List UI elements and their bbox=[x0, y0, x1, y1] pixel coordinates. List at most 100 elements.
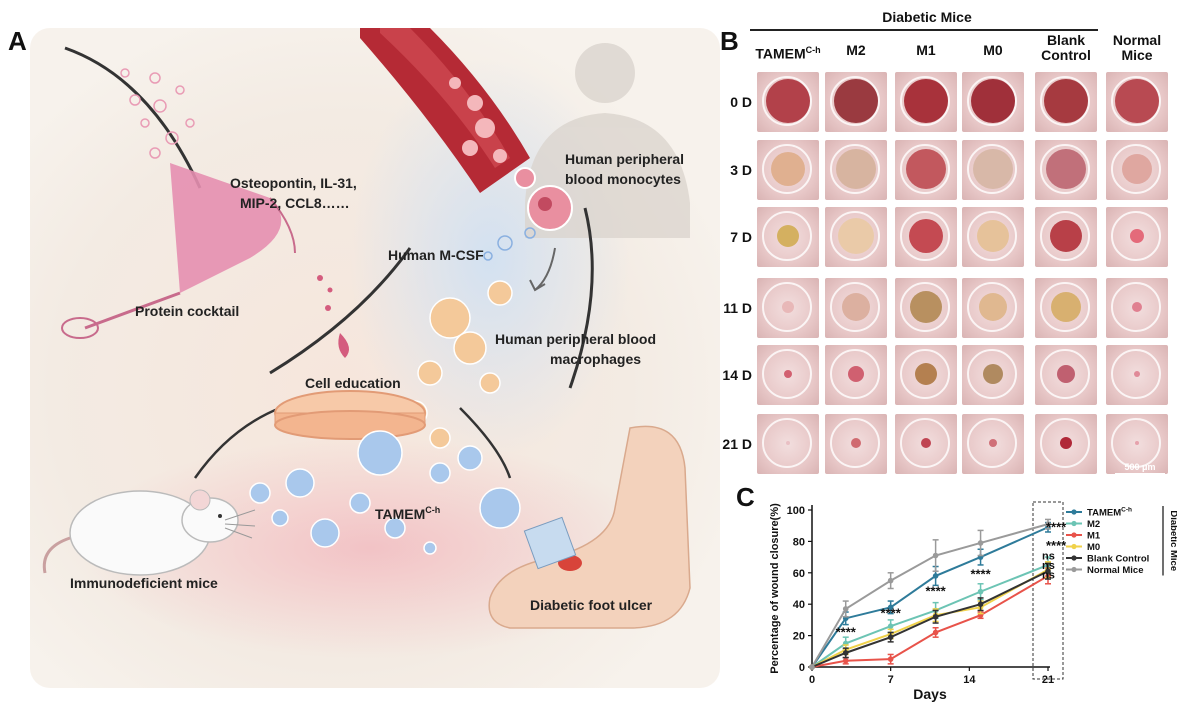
wound-image bbox=[757, 207, 819, 267]
column-header-label: M1 bbox=[916, 42, 936, 58]
significance-label: **** bbox=[881, 606, 902, 621]
row-label: 0 D bbox=[730, 94, 752, 110]
mouse-icon bbox=[42, 489, 256, 576]
column-header-superscript: C-h bbox=[805, 45, 821, 55]
row-label: 14 D bbox=[722, 367, 752, 383]
data-point bbox=[932, 613, 939, 620]
wound-image bbox=[1035, 414, 1097, 474]
legend-entry: M1 bbox=[1087, 531, 1101, 542]
data-point bbox=[887, 604, 894, 611]
data-point bbox=[1045, 521, 1051, 527]
significance-label: **** bbox=[970, 566, 991, 581]
significance-label: **** bbox=[836, 624, 857, 639]
label-macrophages-1: Human peripheral blood bbox=[495, 331, 656, 347]
wound-image bbox=[1035, 140, 1097, 200]
column-header-label: M0 bbox=[983, 42, 1003, 58]
foot-icon bbox=[488, 425, 691, 629]
data-point bbox=[887, 577, 894, 584]
significance-label: **** bbox=[925, 584, 946, 599]
label-cell-education: Cell education bbox=[305, 375, 401, 391]
label-immunodeficient-mice: Immunodeficient mice bbox=[70, 575, 218, 591]
series-line bbox=[811, 523, 1049, 668]
wound-image bbox=[757, 140, 819, 200]
data-point bbox=[932, 573, 939, 579]
scale-bar-label: 500 μm bbox=[1124, 462, 1156, 472]
y-axis-label: Percentage of wound closure(%) bbox=[769, 503, 781, 674]
row-label: 7 D bbox=[730, 229, 752, 245]
legend-entry: TAMEMC-h bbox=[1087, 507, 1132, 519]
blood-vessel-icon bbox=[360, 28, 530, 193]
series-line bbox=[811, 526, 1049, 668]
label-mcsf: Human M-CSF bbox=[388, 247, 484, 263]
y-tick-label: 0 bbox=[799, 662, 805, 674]
label-tamem: TAMEMC-h bbox=[375, 505, 440, 522]
data-point bbox=[977, 588, 984, 595]
wound-image bbox=[962, 72, 1024, 132]
legend-swatch-marker bbox=[1071, 555, 1077, 561]
wound-image bbox=[1106, 278, 1168, 338]
column-header-label-line2: Mice bbox=[1121, 47, 1153, 63]
wound-image bbox=[757, 72, 819, 132]
wound-image bbox=[825, 72, 887, 132]
wound-image bbox=[895, 345, 957, 405]
significance-label: ns bbox=[1042, 569, 1055, 581]
x-tick-label: 14 bbox=[963, 674, 976, 686]
column-header-label: TAMEM bbox=[755, 45, 806, 62]
x-axis-label: Days bbox=[913, 686, 947, 702]
significance-label: **** bbox=[1046, 519, 1067, 534]
panel-letter-a: A bbox=[8, 26, 27, 56]
legend-entry: Normal Mice bbox=[1087, 565, 1144, 576]
label-cocktail-proteins-1: Osteopontin, IL-31, bbox=[230, 175, 357, 191]
petri-dish-icon bbox=[274, 390, 426, 440]
wound-image bbox=[962, 414, 1024, 474]
monocyte-icon bbox=[514, 167, 573, 231]
wound-image bbox=[757, 345, 819, 405]
data-point bbox=[977, 601, 984, 607]
wound-image bbox=[962, 345, 1024, 405]
highlight-box bbox=[1032, 501, 1064, 680]
wound-image bbox=[825, 140, 887, 200]
data-point bbox=[1045, 568, 1051, 575]
column-header-label: Blank bbox=[1046, 32, 1086, 48]
wound-image bbox=[1106, 140, 1168, 200]
row-label: 21 D bbox=[722, 436, 752, 452]
wound-image bbox=[962, 207, 1024, 267]
legend-swatch-marker bbox=[1071, 543, 1077, 550]
wound-image bbox=[1035, 72, 1097, 132]
wound-image bbox=[895, 414, 957, 474]
wound-image bbox=[757, 278, 819, 338]
legend-group-label: Diabetic Mice bbox=[1168, 510, 1177, 571]
tamem-cell-icon bbox=[249, 430, 521, 555]
wound-image bbox=[1106, 345, 1168, 405]
panel-letter-c: C bbox=[736, 482, 755, 512]
series-line bbox=[811, 575, 1049, 668]
legend-entry: M0 bbox=[1087, 542, 1100, 553]
legend-swatch-marker bbox=[1071, 520, 1077, 527]
wound-image bbox=[895, 207, 957, 267]
wound-image bbox=[962, 140, 1024, 200]
series-line bbox=[811, 568, 1049, 668]
macrophage-icon bbox=[402, 280, 513, 449]
label-monocytes-2: blood monocytes bbox=[565, 171, 681, 187]
label-protein-cocktail: Protein cocktail bbox=[135, 303, 239, 319]
y-tick-label: 80 bbox=[793, 536, 805, 548]
row-label: 3 D bbox=[730, 162, 752, 178]
significance-label: ns bbox=[1042, 560, 1055, 572]
significance-label: **** bbox=[1046, 538, 1067, 553]
data-point bbox=[932, 552, 939, 559]
label-cocktail-proteins-2: MIP-2, CCL8…… bbox=[240, 195, 350, 211]
data-point bbox=[887, 623, 894, 629]
illustration-panel: Osteopontin, IL-31, MIP-2, CCL8…… Protei… bbox=[30, 28, 720, 688]
data-point bbox=[887, 634, 894, 640]
label-diabetic-foot-ulcer: Diabetic foot ulcer bbox=[530, 597, 653, 613]
legend-swatch-marker bbox=[1071, 509, 1077, 515]
label-macrophages-2: macrophages bbox=[550, 351, 641, 367]
column-header-label: M2 bbox=[846, 42, 866, 58]
legend-swatch-marker bbox=[1071, 566, 1077, 573]
y-tick-label: 40 bbox=[793, 599, 805, 611]
data-point bbox=[842, 650, 849, 656]
data-point bbox=[809, 664, 815, 670]
